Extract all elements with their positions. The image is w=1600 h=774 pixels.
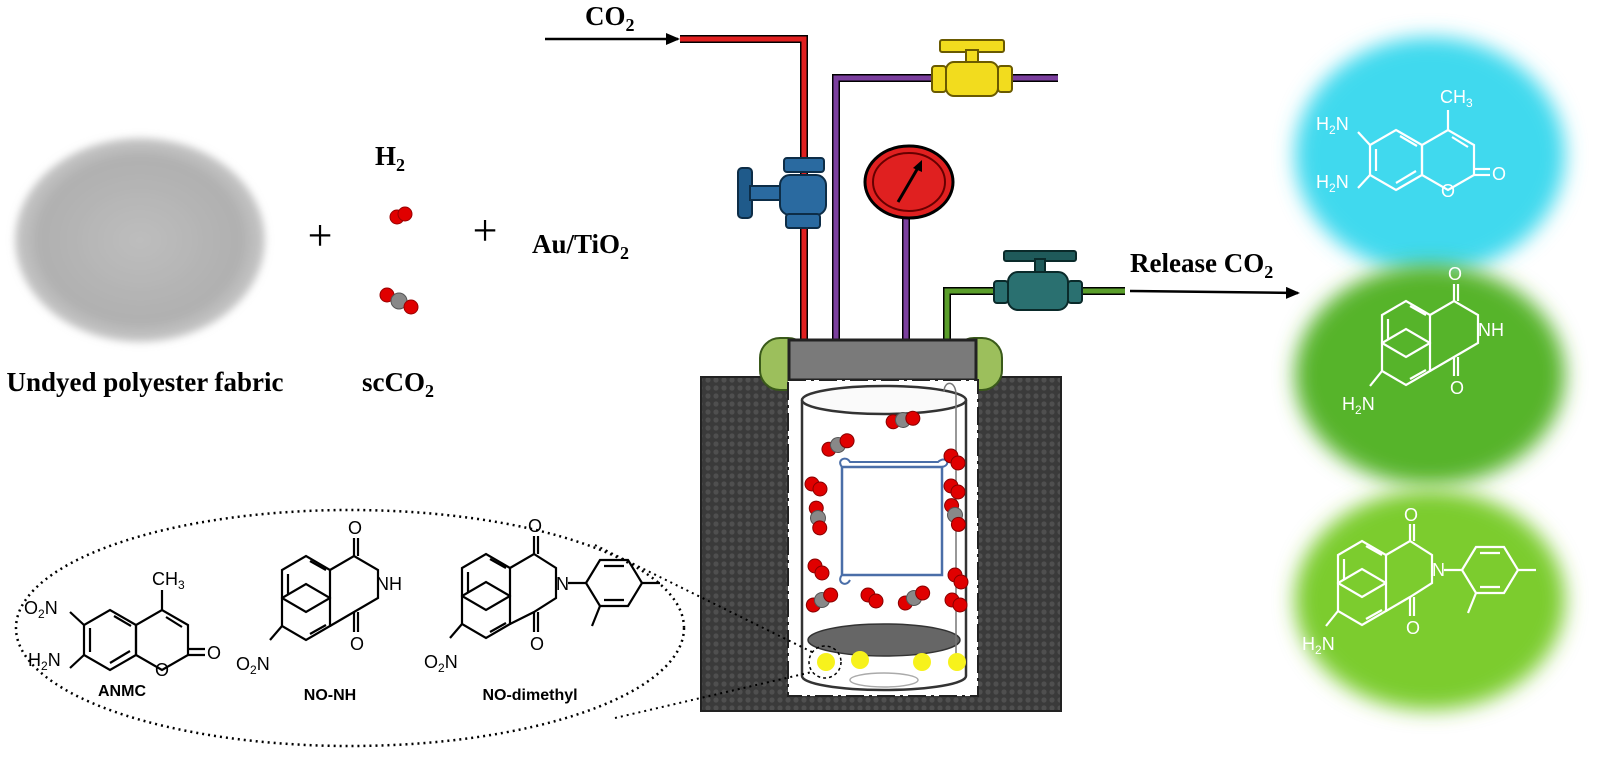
dyed-fabric-light-green bbox=[1295, 490, 1565, 710]
nonh-o-top: O bbox=[348, 518, 362, 538]
nonh-nh: NH bbox=[376, 574, 402, 594]
anmc-o-ring: O bbox=[155, 660, 169, 680]
cyan-h2n-bottom: H2N bbox=[1316, 172, 1349, 195]
nodimethyl-o2n: O2N bbox=[424, 652, 458, 675]
nonh-o2n: O2N bbox=[236, 654, 270, 677]
cyan-h2n-top: H2N bbox=[1316, 114, 1349, 137]
inlet-valve-icon bbox=[737, 157, 827, 229]
fabric-label: Undyed polyester fabric bbox=[7, 367, 284, 397]
nodimethyl-o-bottom: O bbox=[530, 634, 544, 654]
anmc-o2n: O2N bbox=[24, 598, 58, 621]
cyan-o-carbonyl: O bbox=[1492, 164, 1506, 184]
nodimethyl-n: N bbox=[556, 574, 569, 594]
anmc-o-carbonyl: O bbox=[207, 643, 221, 663]
co2-molecules-in-vessel bbox=[805, 410, 966, 613]
light-green-o-top: O bbox=[1404, 505, 1418, 525]
diamino-coumarin-structure bbox=[1357, 110, 1490, 192]
catalyst-particles bbox=[808, 645, 966, 688]
dyed-fabric-green bbox=[1295, 265, 1565, 485]
light-green-o-bottom: O bbox=[1406, 618, 1420, 638]
green-nh: NH bbox=[1478, 320, 1504, 340]
cyan-o-ring: O bbox=[1441, 181, 1455, 201]
pressure-gauge-icon bbox=[863, 144, 955, 220]
anmc-structure bbox=[69, 590, 205, 672]
h2-molecule-icon bbox=[389, 206, 413, 225]
cyan-ch3: CH3 bbox=[1440, 87, 1473, 110]
dyed-fabric-cyan bbox=[1295, 37, 1565, 273]
undyed-fabric bbox=[15, 138, 265, 342]
h2-molecules-in-vessel bbox=[804, 448, 969, 613]
plus-sign-1: + bbox=[308, 211, 333, 260]
fabric-sample-frame bbox=[839, 457, 949, 585]
zoom-line-bottom bbox=[614, 671, 813, 719]
release-arrow bbox=[1129, 286, 1300, 299]
release-valve-icon bbox=[993, 250, 1083, 311]
release-co2-label: Release CO2 bbox=[1130, 248, 1273, 282]
anmc-ch3: CH3 bbox=[152, 569, 185, 592]
light-green-h2n: H2N bbox=[1302, 634, 1335, 657]
nonh-structure bbox=[269, 538, 380, 642]
light-green-n: N bbox=[1432, 560, 1445, 580]
glass-cylinder bbox=[800, 382, 968, 692]
anmc-h2n: H2N bbox=[28, 650, 61, 673]
co2-molecule-icon bbox=[379, 287, 419, 315]
green-o-top: O bbox=[1448, 264, 1462, 284]
plus-sign-2: + bbox=[473, 206, 498, 255]
precursor-callout bbox=[14, 508, 686, 748]
scco2-label: scCO2 bbox=[362, 367, 434, 401]
amino-naphthalimide-structure bbox=[1369, 284, 1480, 387]
catalyst-label: Au/TiO2 bbox=[532, 229, 629, 263]
green-h2n: H2N bbox=[1342, 394, 1375, 417]
nonh-o-bottom: O bbox=[350, 634, 364, 654]
vent-valve-icon bbox=[931, 39, 1013, 97]
green-o-bottom: O bbox=[1450, 378, 1464, 398]
h2-label: H2 bbox=[375, 141, 405, 175]
zoom-line-top bbox=[594, 544, 813, 653]
anmc-name: ANMC bbox=[98, 683, 146, 700]
nodimethyl-o-top: O bbox=[528, 516, 542, 536]
amino-dimethyl-naphthalimide-structure bbox=[1325, 524, 1536, 627]
nonh-name: NO-NH bbox=[304, 687, 356, 704]
nodimethyl-name: NO-dimethyl bbox=[482, 687, 577, 704]
vessel-lid bbox=[787, 338, 978, 382]
nodimethyl-structure bbox=[449, 536, 660, 640]
co2-inlet-label: CO2 bbox=[585, 1, 635, 35]
